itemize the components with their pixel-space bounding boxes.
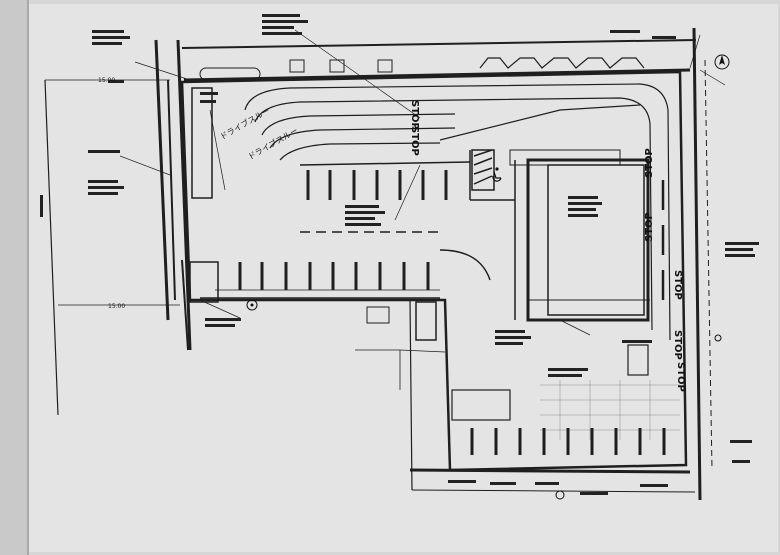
stop-marking-2: STOP (409, 126, 420, 156)
stop-marking-6: STOP (672, 330, 683, 360)
dimension-bottom: 15.00 (108, 303, 125, 310)
east-boundary-line (692, 27, 702, 501)
entry-curve (439, 249, 491, 281)
drive-through-lane-2 (254, 97, 653, 331)
top-fence-pattern (479, 57, 645, 69)
signboard (451, 389, 511, 421)
left-binding-strip (0, 0, 28, 555)
canopy (509, 149, 621, 166)
bottom-lot-left-edge (409, 299, 413, 491)
annotation-blocks (40, 14, 759, 495)
parking-stalls-upper (306, 170, 448, 200)
tree-icon (246, 299, 258, 311)
bottom-lot-base (411, 489, 696, 493)
stop-marking-3: STOP (644, 148, 655, 178)
drive-through-lane-1 (244, 83, 671, 341)
west-road-line-2 (176, 39, 192, 351)
north-arrow-icon (714, 54, 730, 70)
drive-through-exit (439, 104, 641, 141)
hatched-pad (471, 149, 495, 191)
drive-through-lane-4 (269, 127, 456, 149)
left-road-edge (44, 79, 59, 416)
east-road-dash (704, 59, 713, 471)
drive-through-lane-5 (279, 142, 441, 161)
stop-marking-4: STOP (644, 212, 655, 242)
wheelchair-parking-icon (492, 167, 502, 182)
drawing-paper (8, 4, 778, 552)
bottom-lot-line (409, 468, 691, 474)
stop-marking-5: STOP (672, 270, 683, 300)
north-road-line-2 (183, 68, 691, 82)
store-building (526, 158, 650, 322)
utility-box (627, 344, 649, 376)
north-road-line-1 (181, 39, 697, 49)
dimension-top: 15.00 (98, 77, 115, 84)
parking-stalls-lower (238, 262, 430, 290)
drive-through-lane-3 (261, 113, 456, 136)
west-road-line-1 (154, 39, 170, 321)
stop-marking-7: STOP (675, 362, 686, 392)
refuse-station (191, 87, 213, 199)
parking-stalls-bottom (470, 428, 666, 455)
stop-marking-1: STOP (409, 100, 420, 130)
